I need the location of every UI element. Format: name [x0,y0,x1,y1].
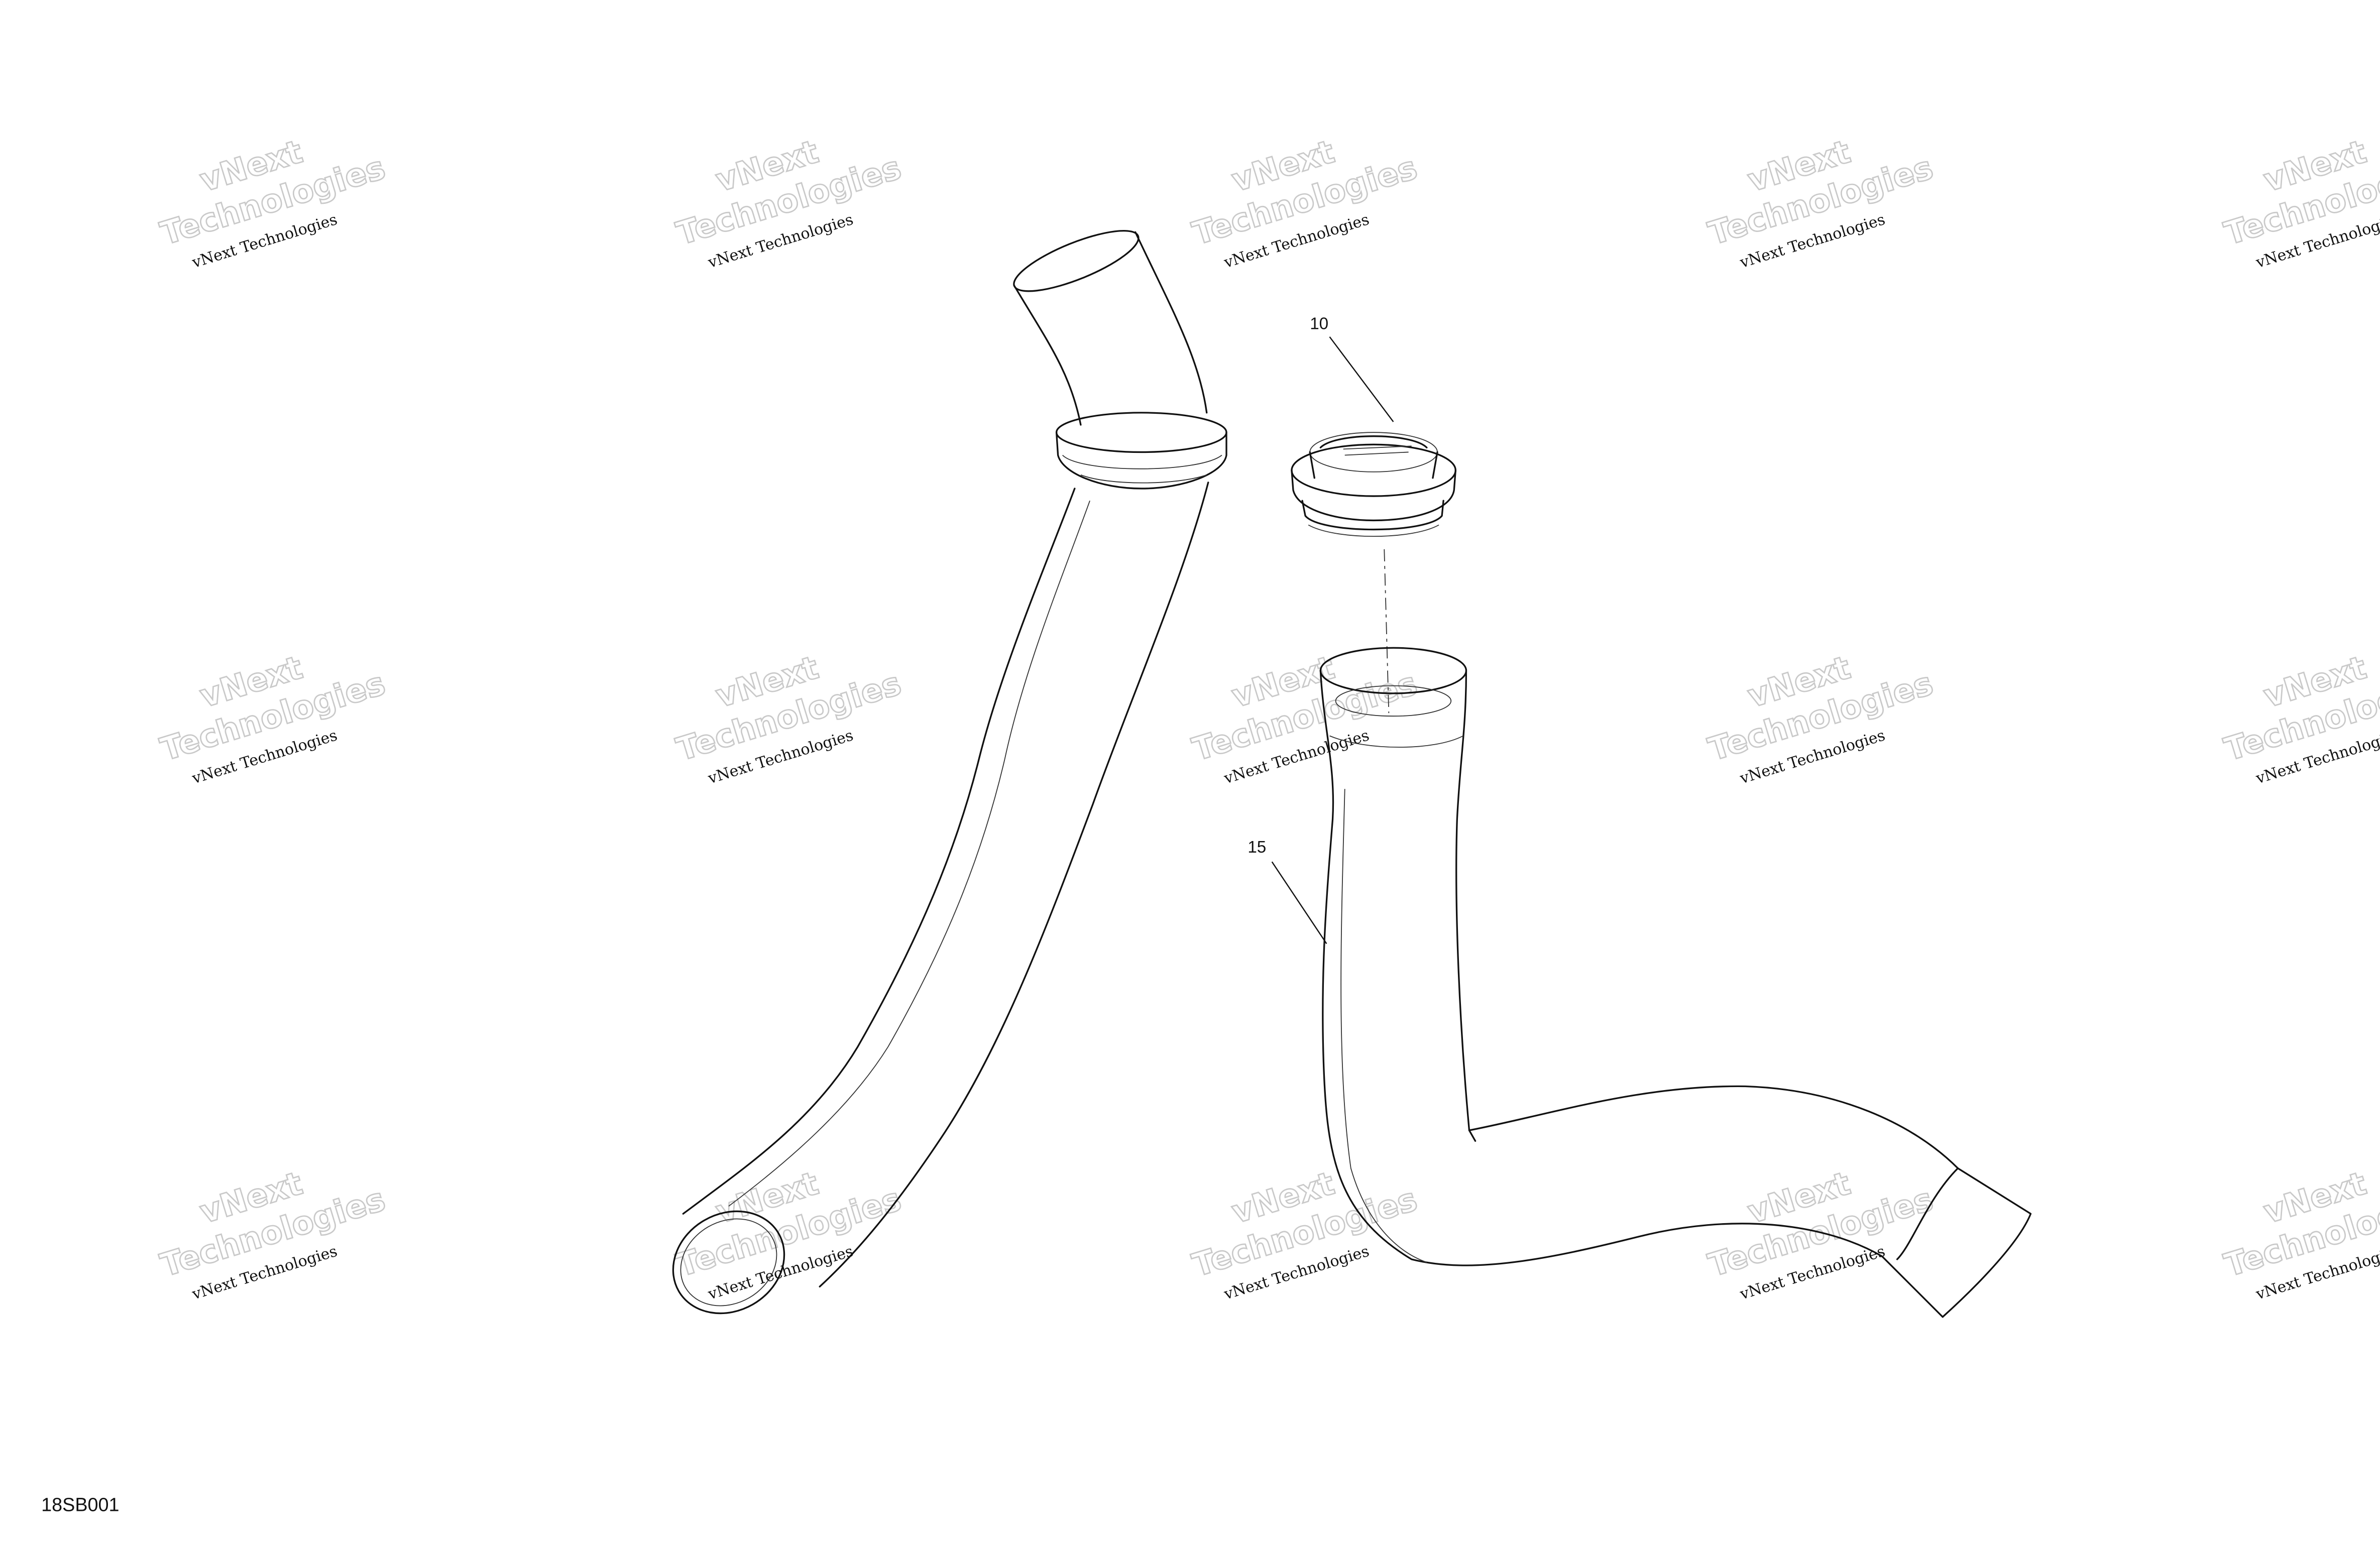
callout-15: 15 [1248,838,1327,944]
pipe-part-15 [1319,647,2032,1318]
callout-number-15: 15 [1248,838,1266,857]
callout-number-10: 10 [1310,315,1328,333]
left-pipe [672,229,1227,1315]
assembly-centerline [1384,549,1390,714]
callout-10: 10 [1310,315,1394,422]
drawing-code: 18SB001 [41,1495,119,1516]
ring-part-10 [1291,432,1456,537]
